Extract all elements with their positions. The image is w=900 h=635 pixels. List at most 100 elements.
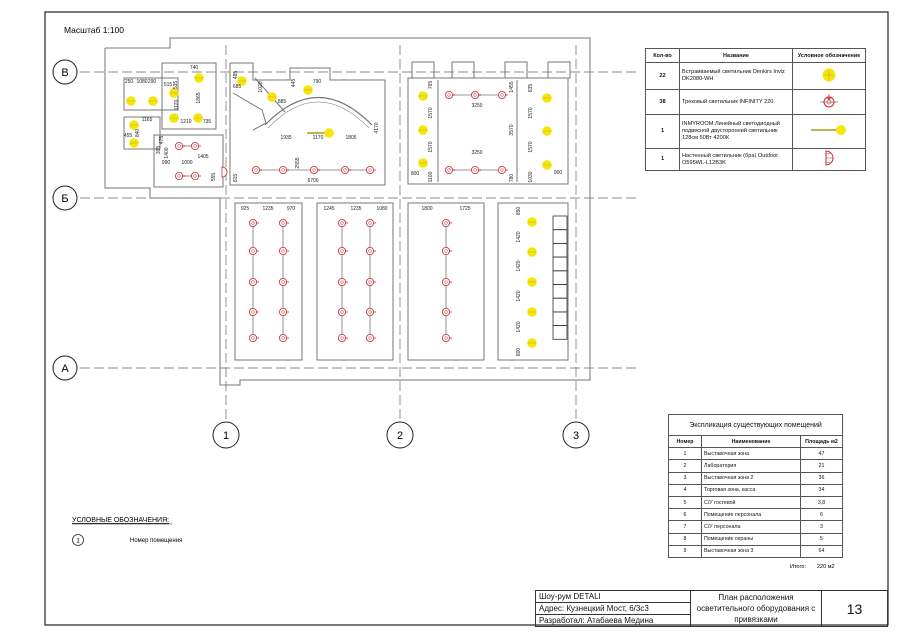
dimension-label: 1570 (428, 107, 434, 118)
svg-text:3: 3 (573, 430, 579, 442)
wall-sconce-icon (221, 166, 228, 178)
name-cell: INMYROOM Линейный светодиодный подвесной… (679, 114, 793, 149)
dimension-label: 790 (313, 79, 322, 85)
track-light-icon (309, 165, 320, 174)
track-light-icon (365, 307, 376, 316)
room-name-cell: Выставочная зона 2 (701, 471, 801, 485)
dimension-label: 3250 (471, 103, 482, 109)
recessed-light-icon (542, 93, 552, 103)
dimension-label: 835 (528, 84, 534, 93)
track-light-icon (248, 218, 259, 227)
header-name: Название (679, 48, 793, 63)
dimension-label: 1120 (174, 99, 180, 110)
recessed-light-icon (148, 96, 158, 106)
track-light-icon (251, 165, 262, 174)
track-light-icon (278, 165, 289, 174)
track-light-icon (278, 246, 289, 255)
room-name-cell: С/У персонала (701, 520, 801, 534)
dimension-label: 1420 (516, 231, 522, 242)
room-area-cell: 3 (800, 520, 843, 534)
sheet-frame (44, 11, 889, 626)
dimension-label: 1400 (164, 147, 170, 158)
room-area-cell: 36 (800, 471, 843, 485)
dimension-label: 1235 (350, 206, 361, 212)
dimension-label: 1020 (258, 81, 264, 92)
recessed-light-icon (527, 217, 537, 227)
room-num-cell: 4 (668, 483, 702, 497)
walls (104, 37, 591, 386)
recessed-light-icon (169, 113, 179, 123)
fixtures-legend-table: Кол-во Название Условное обозначение 22 … (645, 48, 866, 171)
track-light-icon (278, 277, 289, 286)
room-explication-table: Экспликация существующих помещений Номер… (668, 414, 843, 558)
track-light-icon (365, 246, 376, 255)
recessed-light-icon (527, 338, 537, 348)
track-light-icon (441, 307, 452, 316)
track-light-icon (248, 307, 259, 316)
room-num-cell: 3 (668, 471, 702, 485)
track-light-icon (337, 307, 348, 316)
sheet-number: 13 (821, 590, 888, 627)
dimension-label: 800 (411, 171, 420, 177)
dimension-label: 1405 (197, 154, 208, 160)
table-row: 1 Настенный светильник (бра) Outdoor O59… (645, 148, 866, 171)
track-light-icon (337, 277, 348, 286)
recessed-light-icon (527, 307, 537, 317)
axis-col-2: 2 (386, 421, 414, 449)
track-light-icon (248, 246, 259, 255)
track-light-icon (444, 91, 455, 100)
room-name-cell: Помещение персонала (701, 508, 801, 522)
recessed-light-icon (129, 120, 139, 130)
svg-text:А: А (61, 363, 69, 375)
header-qty: Кол-во (645, 48, 680, 63)
room-num-cell: 5 (668, 495, 702, 510)
header-area: Площадь м2 (800, 434, 843, 449)
room-num-cell: 1 (668, 447, 702, 461)
track-light-icon (441, 218, 452, 227)
recessed-light-icon (237, 76, 247, 86)
room-name-cell: Торговая зона, касса (701, 483, 801, 497)
dimension-label: 990 (162, 160, 171, 166)
dimension-label: 925 (241, 206, 250, 212)
dimension-label: 1100 (428, 171, 434, 182)
axis-row-a: А (52, 355, 78, 381)
axis-col-3: 3 (562, 421, 590, 449)
track-light-icon (278, 307, 289, 316)
room-area-cell: 34 (800, 483, 843, 497)
room-number-sample: 1 (76, 538, 80, 545)
room-num-cell: 6 (668, 508, 702, 522)
dimension-label: 1420 (516, 290, 522, 301)
dimension-label: 1420 (516, 260, 522, 271)
room-area-cell: 64 (800, 544, 843, 558)
recessed-light-icon (303, 85, 313, 95)
qty-cell: 38 (645, 89, 680, 115)
track-light-icon (365, 218, 376, 227)
project-name: Шоу-рум DETALI (535, 590, 691, 603)
recessed-light-icon (126, 96, 136, 106)
track-light-icon (444, 165, 455, 174)
dimension-label: 555 (211, 173, 217, 182)
linear-pendant-light-icon (811, 125, 846, 135)
recessed-light-icon (169, 88, 179, 98)
recessed-light-icon (418, 158, 428, 168)
recessed-light-icon (527, 277, 537, 287)
project-author: Разработал: Атабаева Медина (535, 614, 691, 627)
room-area-cell: 21 (800, 459, 843, 473)
name-cell: Трековый светильник INFINITY 220 (679, 89, 793, 115)
name-cell: Настенный светильник (бра) Outdoor O595W… (679, 148, 793, 171)
name-cell: Встраиваемый светильник Denkirs Inviz DK… (679, 62, 793, 90)
room-num-cell: 7 (668, 520, 702, 534)
dimension-label: 475 (159, 136, 165, 145)
dimension-label: 1455 (509, 81, 515, 92)
dimension-label: 1570 (528, 141, 534, 152)
track-light-icon (248, 277, 259, 286)
dimension-label: 850 (516, 207, 522, 216)
dimension-label: 535 (173, 81, 179, 90)
dimension-label: 515 (164, 82, 173, 88)
dimension-label: 815 (233, 174, 239, 183)
